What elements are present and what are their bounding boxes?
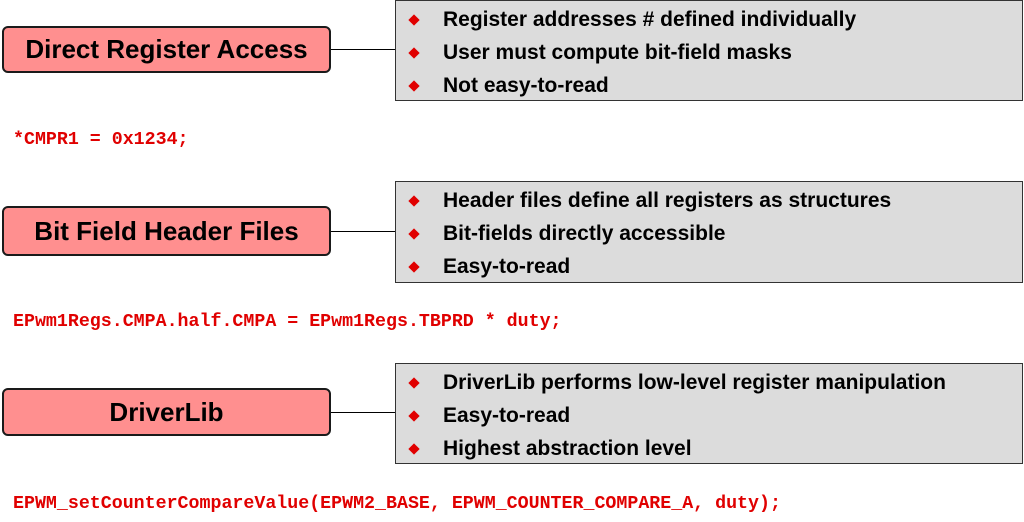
red-diamond-icon xyxy=(408,46,420,59)
bullet-box-driverlib: DriverLib performs low-level register ma… xyxy=(395,363,1023,464)
bullet-box-bit-field-header-files: Header files define all registers as str… xyxy=(395,181,1023,283)
red-diamond-icon xyxy=(408,409,420,422)
red-diamond-icon xyxy=(408,227,420,240)
section-label-driverlib: DriverLib xyxy=(2,388,331,436)
code-example-direct-register: *CMPR1 = 0x1234; xyxy=(13,130,189,150)
bullet-text: Register addresses # defined individuall… xyxy=(443,7,857,31)
code-example-driverlib: EPWM_setCounterCompareValue(EPWM2_BASE, … xyxy=(13,494,781,514)
code-example-bit-field: EPwm1Regs.CMPA.half.CMPA = EPwm1Regs.TBP… xyxy=(13,312,562,332)
bullet-item: Easy-to-read xyxy=(408,399,1022,432)
bullet-item: Not easy-to-read xyxy=(408,69,1022,102)
red-diamond-icon xyxy=(408,260,420,273)
bullet-item: DriverLib performs low-level register ma… xyxy=(408,366,1022,399)
bullet-item: Header files define all registers as str… xyxy=(408,184,1022,217)
section-label-bit-field-header-files: Bit Field Header Files xyxy=(2,206,331,256)
bullet-text: Highest abstraction level xyxy=(443,436,692,460)
red-diamond-icon xyxy=(408,13,420,26)
bullet-text: Not easy-to-read xyxy=(443,73,609,97)
red-diamond-icon xyxy=(408,79,420,92)
bullet-text: Bit-fields directly accessible xyxy=(443,221,726,245)
bullet-box-direct-register-access: Register addresses # defined individuall… xyxy=(395,0,1023,101)
bullet-item: Highest abstraction level xyxy=(408,432,1022,465)
bullet-text: User must compute bit-field masks xyxy=(443,40,792,64)
bullet-text: Easy-to-read xyxy=(443,254,571,278)
bullet-text: DriverLib performs low-level register ma… xyxy=(443,370,946,394)
bullet-item: Easy-to-read xyxy=(408,250,1022,283)
connector-line xyxy=(331,231,395,232)
bullet-item: Register addresses # defined individuall… xyxy=(408,3,1022,36)
bullet-text: Header files define all registers as str… xyxy=(443,188,892,212)
section-label-direct-register-access: Direct Register Access xyxy=(2,26,331,73)
bullet-item: Bit-fields directly accessible xyxy=(408,217,1022,250)
connector-line xyxy=(331,49,395,50)
red-diamond-icon xyxy=(408,194,420,207)
connector-line xyxy=(331,412,395,413)
red-diamond-icon xyxy=(408,442,420,455)
red-diamond-icon xyxy=(408,376,420,389)
bullet-item: User must compute bit-field masks xyxy=(408,36,1022,69)
bullet-text: Easy-to-read xyxy=(443,403,571,427)
